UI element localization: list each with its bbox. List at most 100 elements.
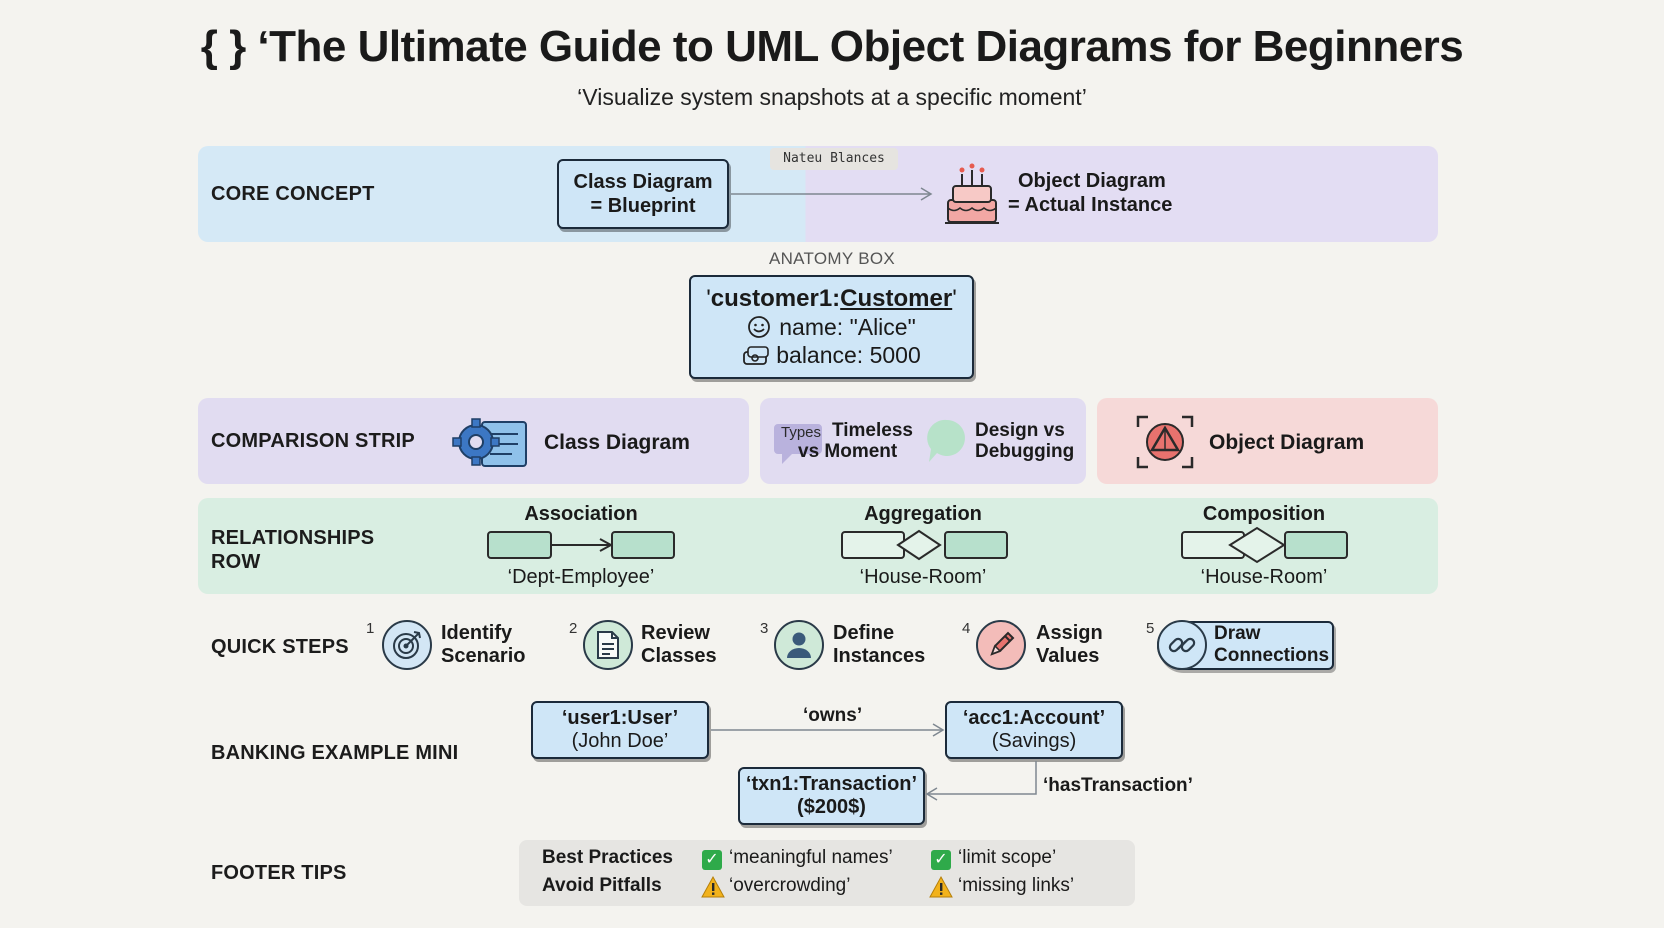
warning-icon — [929, 875, 953, 898]
relationships-label: RELATIONSHIPS ROW — [211, 526, 374, 574]
composition-glyph — [1181, 526, 1348, 564]
step-1-number: 1 — [366, 620, 375, 637]
quick-steps-label: QUICK STEPS — [211, 636, 349, 658]
step-5-label: Draw Connections — [1214, 623, 1329, 667]
link-icon — [1168, 637, 1196, 653]
design-line1: Design vs — [975, 420, 1065, 441]
step-1-icon-circle — [382, 620, 432, 670]
types-tag: Types — [781, 424, 822, 441]
attr-balance: balance: 5000 — [776, 342, 921, 368]
gear-icon — [452, 418, 527, 467]
page-title: { } ‘The Ultimate Guide to UML Object Di… — [200, 22, 1464, 71]
class-diagram-box: Class Diagram = Blueprint — [557, 159, 729, 229]
step-4-line1: Assign — [1036, 622, 1103, 644]
warning-icon — [701, 875, 725, 898]
check-icon: ✓ — [931, 850, 951, 870]
attr-name-row: name: "Alice" — [747, 313, 916, 341]
account-line1: ‘acc1:Account’ — [962, 707, 1106, 729]
txn-line1: ‘txn1:Transaction’ — [745, 773, 918, 795]
object-name: customer1 — [710, 285, 833, 312]
step-5-line1: Draw — [1214, 623, 1261, 644]
class-box-line2: = Blueprint — [590, 195, 696, 217]
step-4-icon-circle — [976, 620, 1026, 670]
best-tip-2: ‘limit scope’ — [958, 847, 1057, 868]
txn-line2: ($200$) — [797, 796, 866, 818]
user-line1: ‘user1:User’ — [561, 707, 679, 729]
association-title: Association — [524, 503, 638, 525]
class-box-line1: Class Diagram — [573, 171, 713, 193]
comparison-object-diagram: Object Diagram — [1209, 431, 1365, 454]
step-1-line1: Identify — [441, 622, 513, 644]
class-name: Customer — [840, 285, 953, 312]
step-4-line2: Values — [1036, 645, 1100, 667]
composition-title: Composition — [1202, 503, 1326, 525]
avoid-tip-1: ‘overcrowding’ — [729, 875, 851, 896]
timeless-line2: vs Moment — [798, 441, 898, 462]
quote-close: ' — [952, 285, 957, 312]
aggregation-example: ‘House-Room’ — [859, 566, 987, 588]
step-2-line1: Review — [641, 622, 710, 644]
arrow-tag: Nateu Blances — [770, 148, 898, 170]
account-object-box: ‘acc1:Account’ (Savings) — [945, 701, 1123, 759]
aggregation-title: Aggregation — [864, 503, 982, 525]
user-line2: (John Doe’ — [571, 730, 669, 752]
money-icon — [743, 346, 770, 365]
avoid-pitfalls-label: Avoid Pitfalls — [542, 875, 662, 896]
page-subtitle: ‘Visualize system snapshots at a specifi… — [577, 84, 1087, 110]
association-glyph — [487, 531, 675, 559]
anatomy-object-header: 'customer1:Customer' — [706, 285, 957, 313]
core-concept-label: CORE CONCEPT — [211, 183, 375, 205]
transaction-object-box: ‘txn1:Transaction’ ($200$) — [738, 767, 925, 825]
design-text: Design vs Debugging — [975, 420, 1074, 462]
step-5-number: 5 — [1146, 620, 1155, 637]
step-2-number: 2 — [569, 620, 578, 637]
step-4-number: 4 — [962, 620, 971, 637]
best-practices-label: Best Practices — [542, 847, 673, 868]
owns-label: ‘owns’ — [803, 705, 863, 726]
step-3-label: Define Instances — [833, 622, 925, 668]
comparison-label: COMPARISON STRIP — [211, 430, 415, 452]
step-3-line2: Instances — [833, 645, 926, 667]
cake-icon — [945, 163, 999, 224]
chat-bubble-icon — [927, 419, 965, 462]
step-3-number: 3 — [760, 620, 769, 637]
timeless-text: Timeless vs Moment — [798, 420, 913, 462]
step-4-label: Assign Values — [1036, 622, 1103, 668]
step-3-line1: Define — [833, 622, 895, 644]
step-1-line2: Scenario — [441, 645, 526, 667]
avoid-tip-2: ‘missing links’ — [958, 875, 1075, 896]
has-transaction-label: ‘hasTransaction’ — [1043, 775, 1193, 796]
smiley-icon — [748, 316, 771, 338]
footer-tips-panel — [519, 840, 1135, 906]
step-5-icon-circle — [1157, 620, 1207, 670]
timeless-line1: Timeless — [832, 420, 913, 441]
attr-balance-row: balance: 5000 — [742, 341, 921, 369]
relationships-label-line2: ROW — [211, 551, 261, 573]
user-object-box: ‘user1:User’ (John Doe’ — [531, 701, 709, 759]
step-5-line2: Connections — [1214, 645, 1330, 666]
object-box-line1: Object Diagram — [1018, 170, 1166, 192]
account-line2: (Savings) — [991, 730, 1077, 752]
person-icon — [787, 632, 811, 658]
relationships-label-line1: RELATIONSHIPS — [211, 527, 375, 549]
speech-bubble-icon — [774, 424, 822, 464]
design-line2: Debugging — [975, 441, 1075, 462]
comparison-class-diagram: Class Diagram — [544, 431, 690, 454]
step-2-label: Review Classes — [641, 622, 717, 668]
object-box-line2: = Actual Instance — [1008, 194, 1173, 216]
aggregation-glyph — [841, 529, 1008, 561]
target-frame-icon — [1136, 415, 1194, 469]
anatomy-label: ANATOMY BOX — [768, 249, 896, 268]
target-icon — [393, 631, 421, 659]
best-tip-1: ‘meaningful names’ — [729, 847, 893, 868]
attr-name: name: "Alice" — [779, 314, 916, 340]
object-diagram-text: Object Diagram = Actual Instance — [1008, 169, 1172, 217]
name-separator: : — [832, 285, 841, 312]
anatomy-object-box: 'customer1:Customer' name: "Alice" balan… — [689, 275, 974, 379]
composition-example: ‘House-Room’ — [1200, 566, 1328, 588]
banking-label: BANKING EXAMPLE MINI — [211, 742, 459, 764]
step-3-icon-circle — [774, 620, 824, 670]
